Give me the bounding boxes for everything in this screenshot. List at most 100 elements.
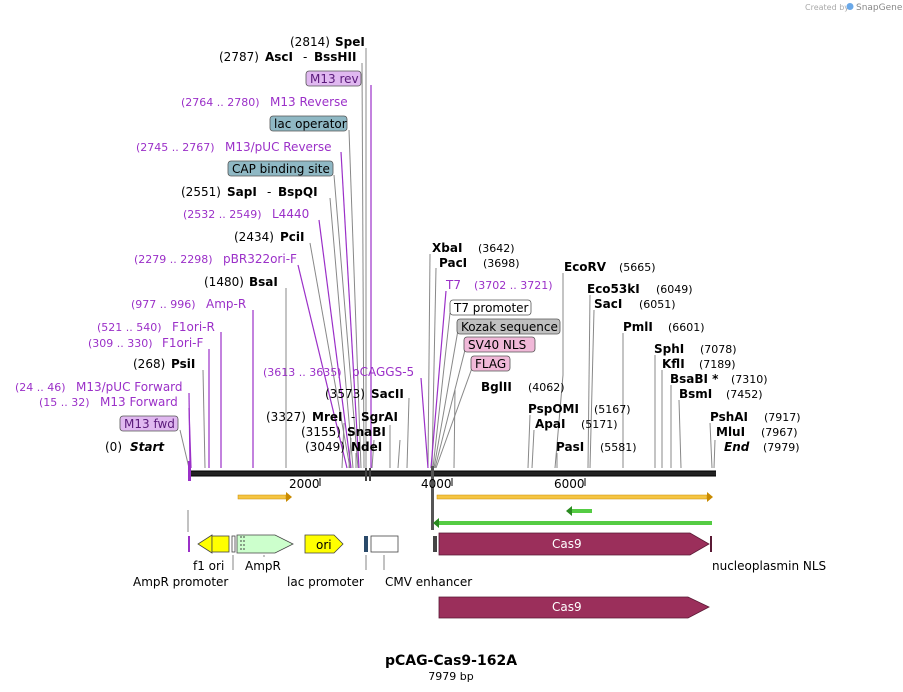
enzyme-name: XbaI — [432, 241, 462, 255]
f1-ori-bar — [188, 536, 190, 552]
site-pos: (7967) — [761, 426, 798, 439]
primer-pos: (3702 .. 3721) — [474, 279, 553, 292]
primer-pos: (15 .. 32) — [39, 396, 90, 409]
enzyme-name: PmlI — [623, 320, 653, 334]
primer-name: T7 — [445, 278, 461, 292]
enzyme-name: SacII — [371, 387, 404, 401]
primer-pos: (521 .. 540) — [97, 321, 162, 334]
enzyme-name: ApaI — [535, 417, 565, 431]
boxed-label: Kozak sequence — [461, 320, 558, 334]
primer-pos: (2279 .. 2298) — [134, 253, 213, 266]
feature-leaders — [187, 510, 385, 570]
enzyme-name: SpeI — [335, 35, 365, 49]
boxed-label: lac operator — [274, 117, 347, 131]
enzyme-separator: - — [303, 50, 307, 64]
site-pos: (5171) — [581, 418, 618, 431]
ampr-shape — [236, 534, 294, 554]
cas9-label: Cas9 — [552, 537, 582, 551]
enzyme-name-2: BspQI — [278, 185, 318, 199]
tick-2000: 2000 — [289, 477, 320, 491]
cas9-arrow — [438, 532, 710, 556]
site-pos: (7917) — [764, 411, 801, 424]
site-pos: (7189) — [699, 358, 736, 371]
tick-4000: 4000 — [421, 477, 452, 491]
primer-name: pCAGGS-5 — [352, 365, 414, 379]
plasmid-length: 7979 bp — [428, 670, 473, 683]
f1-ori-label: f1 ori — [193, 559, 224, 573]
site-pos: (268) — [133, 357, 165, 371]
enzyme-name: PacI — [439, 256, 467, 270]
start-label: Start — [130, 440, 165, 454]
enzyme-name: MreI — [312, 410, 342, 424]
snapgene-brand: SnapGene — [856, 3, 903, 13]
enzyme-name: SacI — [594, 297, 622, 311]
site-pos: (3573) — [325, 387, 365, 401]
lac-promoter-shape — [364, 536, 368, 552]
site-pos: (3049) — [305, 440, 345, 454]
site-pos: (7979) — [763, 441, 800, 454]
site-pos: (5167) — [594, 403, 631, 416]
enzyme-name: EcoRV — [564, 260, 607, 274]
primer-pos: (2764 .. 2780) — [181, 96, 260, 109]
site-pos: (2434) — [234, 230, 274, 244]
primer-name: Amp-R — [206, 297, 246, 311]
enzyme-name: PasI — [556, 440, 584, 454]
snapgene-logo-icon — [846, 3, 854, 10]
primer-name: M13 Forward — [100, 395, 178, 409]
enzyme-name: BsmI — [679, 387, 712, 401]
boxed-label: CAP binding site — [232, 162, 330, 176]
cas9-orf-label: Cas9 — [552, 600, 582, 614]
ruler: 2000 4000 6000 — [289, 477, 586, 491]
backbone — [188, 471, 716, 476]
f1-ori-arrowhead — [197, 534, 213, 554]
site-pos: (3698) — [483, 257, 520, 270]
end-label: End — [724, 440, 750, 454]
ampr-promoter-label: AmpR promoter — [133, 575, 228, 589]
enzyme-name: SphI — [654, 342, 684, 356]
primer-name: F1ori-F — [162, 336, 203, 350]
site-pos: (7452) — [726, 388, 763, 401]
label-boxes — [119, 70, 561, 432]
ampr-promoter-shape — [231, 535, 236, 553]
primer-pos: (977 .. 996) — [131, 298, 196, 311]
primer-pos: (2745 .. 2767) — [136, 141, 215, 154]
site-pos: (2551) — [181, 185, 221, 199]
leader-lines — [179, 48, 716, 469]
nucleoplasmin-nls-label: nucleoplasmin NLS — [712, 559, 826, 573]
enzyme-name: BglII — [481, 380, 512, 394]
site-pos: (7310) — [731, 373, 768, 386]
enzyme-name: BsaBI * — [670, 372, 719, 386]
enzyme-name: PciI — [280, 230, 305, 244]
lac-promoter-label: lac promoter — [287, 575, 364, 589]
enzyme-name: AscI — [265, 50, 293, 64]
site-pos: (6601) — [668, 321, 705, 334]
boxed-label: M13 fwd — [124, 417, 175, 431]
enzyme-name: SnaBI — [347, 425, 386, 439]
created-by-text: Created by — [805, 3, 849, 12]
ori-label: ori — [316, 538, 332, 552]
enzyme-name: PsiI — [171, 357, 195, 371]
primer-name: pBR322ori-F — [223, 252, 297, 266]
start-marker — [188, 461, 191, 481]
enzyme-name-2: BssHII — [314, 50, 356, 64]
site-pos: (3327) — [266, 410, 306, 424]
enzyme-name: BsaI — [249, 275, 278, 289]
enzyme-name: SapI — [227, 185, 257, 199]
site-pos: (4062) — [528, 381, 565, 394]
ampr-label: AmpR — [245, 559, 281, 573]
right-labels: XbaI (3642) PacI (3698) T7 (3702 .. 3721… — [432, 241, 801, 454]
cas9-insert-marker — [431, 466, 434, 530]
primer-name: L4440 — [272, 207, 309, 221]
site-pos: (5581) — [600, 441, 637, 454]
site-pos: (3642) — [478, 242, 515, 255]
primer-name: M13/pUC Forward — [76, 380, 183, 394]
cmv-enhancer-label: CMV enhancer — [385, 575, 472, 589]
boxed-label: T7 promoter — [453, 301, 529, 315]
primer-leader-lines — [188, 85, 447, 469]
ori-shape — [304, 534, 344, 554]
site-pos: (2787) — [219, 50, 259, 64]
left-labels: (2814) SpeI (2787) AscI - BssHII M13 rev… — [15, 35, 414, 454]
enzyme-name-2: SgrAI — [361, 410, 398, 424]
boxed-label: FLAG — [475, 357, 506, 371]
